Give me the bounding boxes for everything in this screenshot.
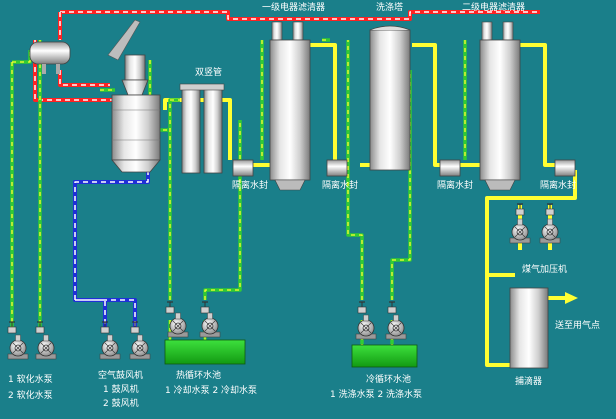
label-blower1: 1 鼓风机 [103,383,139,395]
label-seal1: 隔离水封 [232,179,268,191]
label-filter2: 二级电器滤清器 [462,1,525,13]
air-pipe-blue [73,170,150,330]
label-catcher: 捕滴器 [515,375,542,387]
primary-electric-filter [269,21,311,191]
secondary-electric-filter [479,21,521,191]
label-filter1: 一级电器滤清器 [262,1,325,13]
label-wash-tower: 洗涤塔 [376,1,403,13]
gas-compressor-pumps [509,203,561,244]
label-seal2: 隔离水封 [322,179,358,191]
washing-water-pumps [355,301,407,340]
labels: 一级电器滤清器 洗涤塔 二级电器滤清器 双竖管 隔离水封 隔离水封 隔离水封 隔… [8,1,600,409]
cooling-water-pumps [165,301,221,338]
label-compressor: 煤气加压机 [522,263,567,275]
label-to-user: 送至用气点 [555,319,600,331]
label-cold-pumps: 1 洗涤水泵 2 洗涤水泵 [330,388,422,400]
label-hot-pumps: 1 冷却水泵 2 冷却水泵 [165,384,257,396]
wash-tower [369,25,411,171]
hot-water-pool [164,339,246,365]
label-soft-pump2: 2 软化水泵 [8,389,53,401]
double-vertical-tube [179,83,225,174]
label-blower-title: 空气鼓风机 [98,369,143,381]
catcher [509,287,578,369]
label-blower2: 2 鼓风机 [103,397,139,409]
water-seal-3 [439,159,461,177]
steam-drum [29,41,71,74]
label-soft-pump1: 1 软化水泵 [8,373,53,385]
cold-water-pool [351,344,418,368]
water-seal-4 [554,159,576,177]
label-cold-pool: 冷循环水池 [366,373,411,385]
softened-water-pumps [7,321,57,360]
water-seal-1 [232,159,254,177]
label-hot-pool: 热循环水池 [176,369,221,381]
air-blowers [99,321,151,360]
label-seal4: 隔离水封 [540,179,576,191]
label-seal3: 隔离水封 [437,179,473,191]
gasifier [107,19,161,173]
water-seal-2 [326,159,348,177]
label-double-tube: 双竖管 [195,66,222,78]
